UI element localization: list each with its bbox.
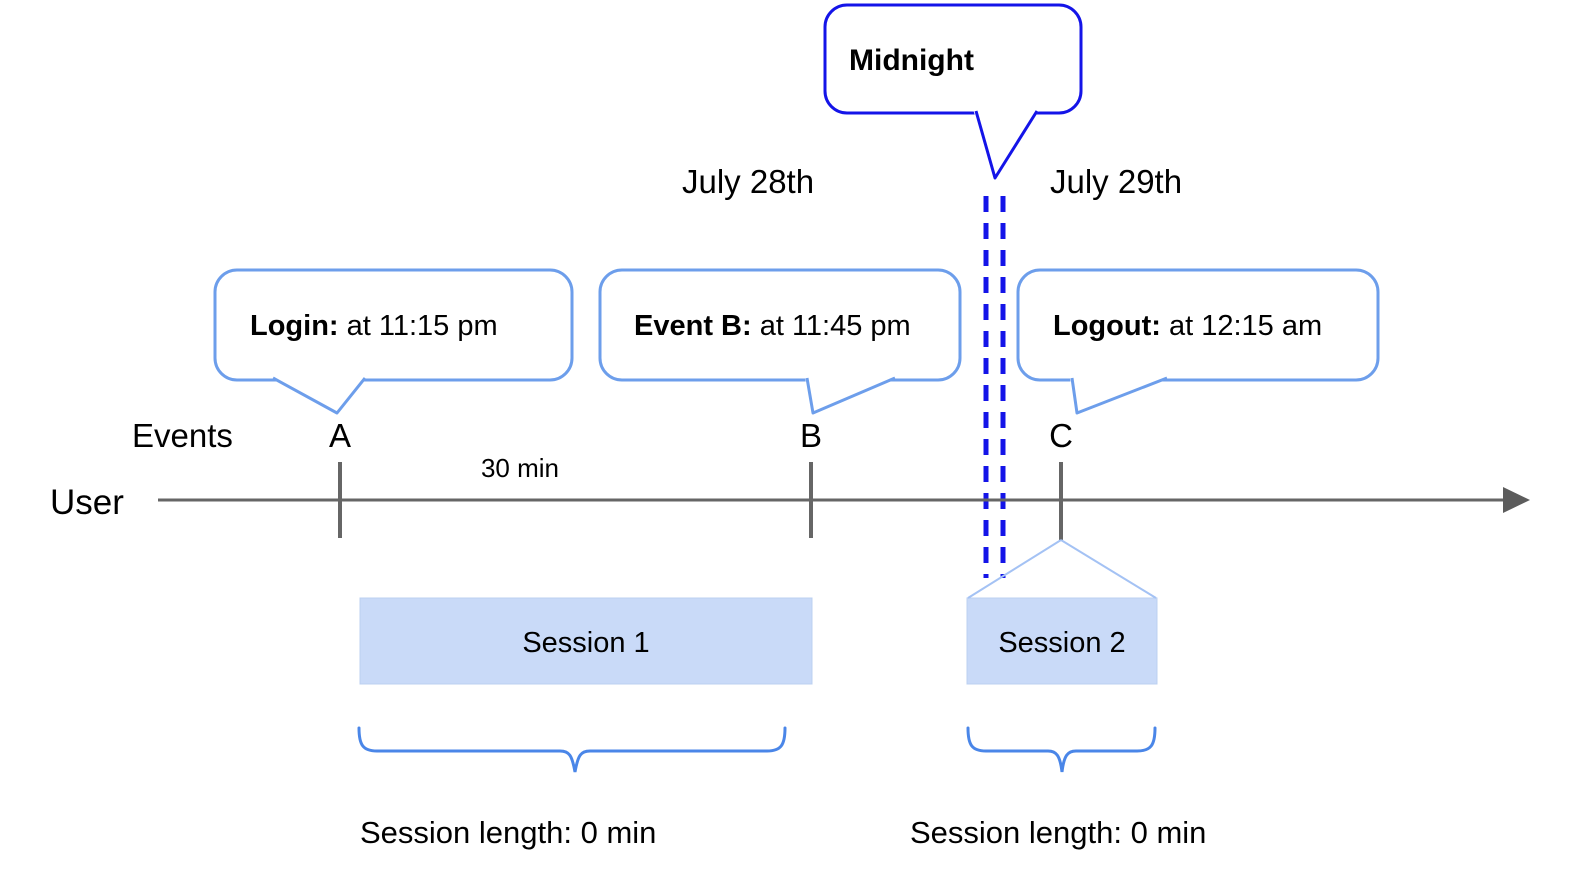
timeline-arrowhead <box>1503 487 1530 513</box>
session-2-length-label: Session length: 0 min <box>910 815 1206 850</box>
date-label-july-29: July 29th <box>1050 163 1182 200</box>
login-callout-bubble: Login: at 11:15 pm <box>213 268 574 415</box>
session-1-bar <box>359 597 813 685</box>
session-2-label: Session 2 <box>998 627 1125 659</box>
session-2-length-brace <box>966 726 1157 773</box>
events-row-label: Events <box>132 417 233 454</box>
event-letter-b: B <box>800 417 822 454</box>
event-b-callout-detail: at 11:45 pm <box>752 310 911 342</box>
event-b-callout-text: Event B: at 11:45 pm <box>634 310 911 342</box>
midnight-callout-bubble: Midnight <box>823 3 1083 180</box>
login-callout-detail: at 11:15 pm <box>339 310 498 342</box>
midnight-divider-dashed-lines <box>983 196 1006 578</box>
timeline-axis <box>158 462 1530 540</box>
event-letter-c: C <box>1049 417 1073 454</box>
event-letter-a: A <box>329 417 351 454</box>
login-callout-title: Login: <box>250 310 339 342</box>
user-row-label: User <box>50 483 124 522</box>
logout-callout-bubble: Logout: at 12:15 am <box>1016 268 1380 415</box>
event-c-flare-connector <box>967 539 1157 599</box>
login-callout-text: Login: at 11:15 pm <box>250 310 498 342</box>
session-1-length-label: Session length: 0 min <box>360 815 656 850</box>
event-b-callout-bubble: Event B: at 11:45 pm <box>598 268 962 415</box>
session-2-bar <box>966 597 1158 685</box>
session-1-length-brace <box>357 726 787 773</box>
logout-callout-title: Logout: <box>1053 310 1161 342</box>
session-1-label: Session 1 <box>522 627 649 659</box>
date-label-july-28: July 28th <box>682 163 814 200</box>
midnight-label: Midnight <box>849 44 974 77</box>
event-b-callout-title: Event B: <box>634 310 752 342</box>
logout-callout-detail: at 12:15 am <box>1161 310 1322 342</box>
interval-label-30min: 30 min <box>481 453 559 483</box>
logout-callout-text: Logout: at 12:15 am <box>1053 310 1322 342</box>
